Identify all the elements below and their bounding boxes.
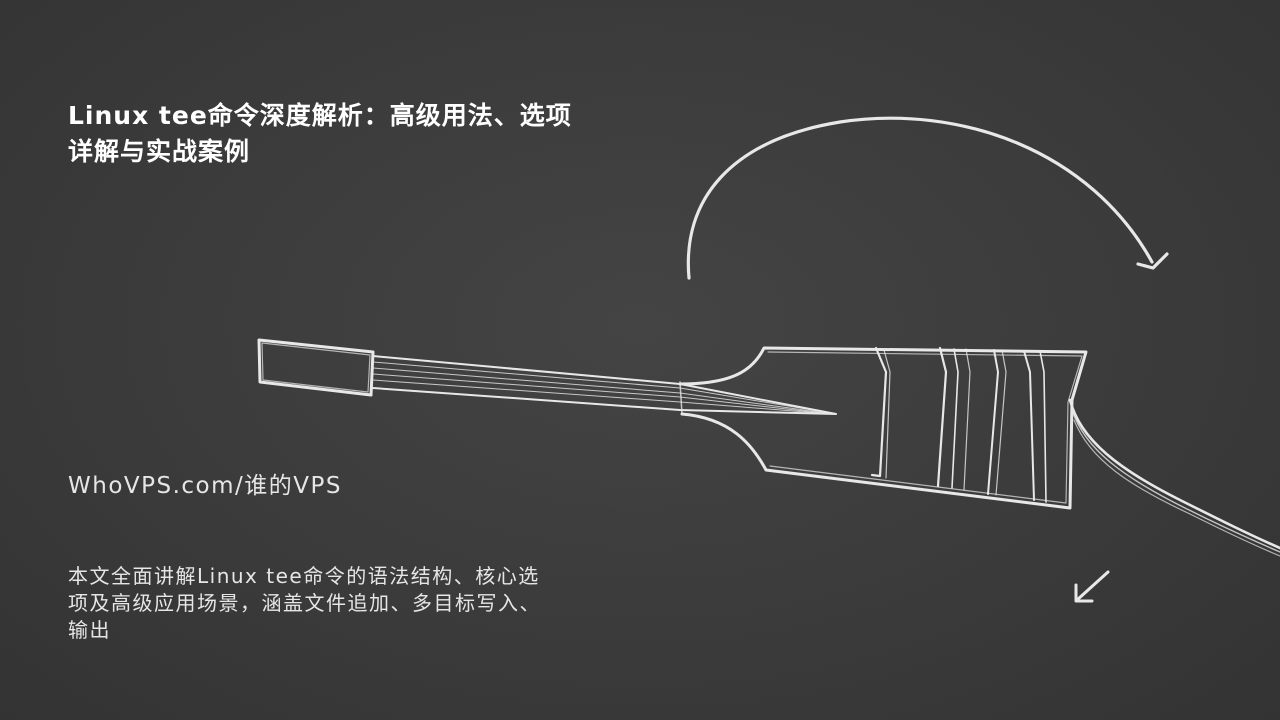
small-arrow-head: [1074, 583, 1094, 603]
page-title: Linux tee命令深度解析：高级用法、选项详解与实战案例: [68, 101, 572, 166]
output-cable: [1068, 398, 1280, 550]
splitter-body: [678, 346, 1088, 510]
article-description: 本文全面讲解Linux tee命令的语法结构、核心选项及高级应用场景，涵盖文件追…: [68, 564, 541, 642]
site-name: WhoVPS.com/谁的VPS: [68, 473, 342, 499]
small-arrow: [1075, 570, 1110, 602]
pipe-plug: [257, 338, 375, 397]
curved-arrow-head: [1136, 252, 1169, 270]
curved-arrow: [686, 116, 1154, 280]
